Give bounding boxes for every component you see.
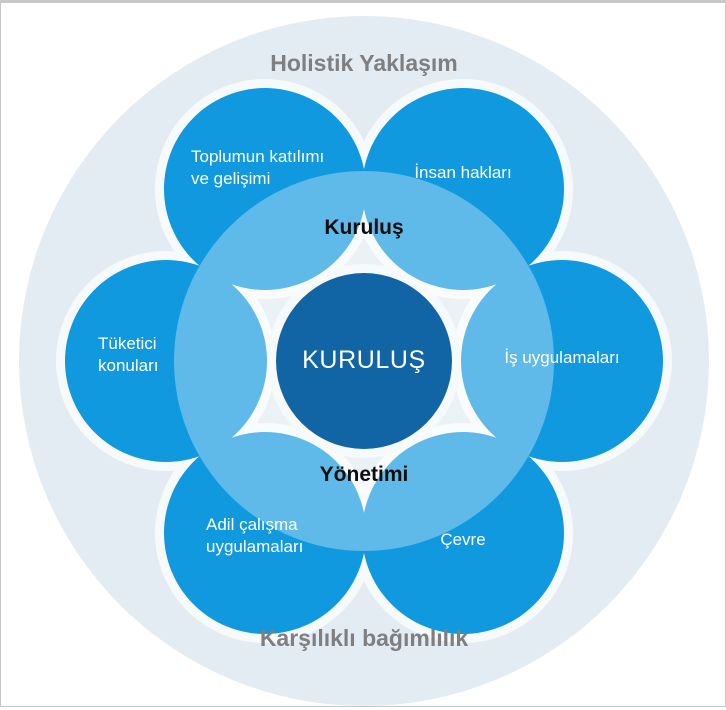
petal-circle-is-uygulamalari (461, 260, 663, 462)
petal-circle-insan-haklari (362, 88, 564, 290)
core-subjects-venn-diagram (19, 16, 709, 706)
petal-circle-toplumun-katilimi-ve-gelisimi (164, 88, 366, 290)
petal-circle-tuketici-konulari (65, 260, 267, 462)
petal-circles (65, 88, 663, 634)
petal-circle-adil-calisma-uygulamalari (164, 432, 366, 634)
core-circle (276, 273, 452, 449)
petal-circle-cevre (362, 432, 564, 634)
